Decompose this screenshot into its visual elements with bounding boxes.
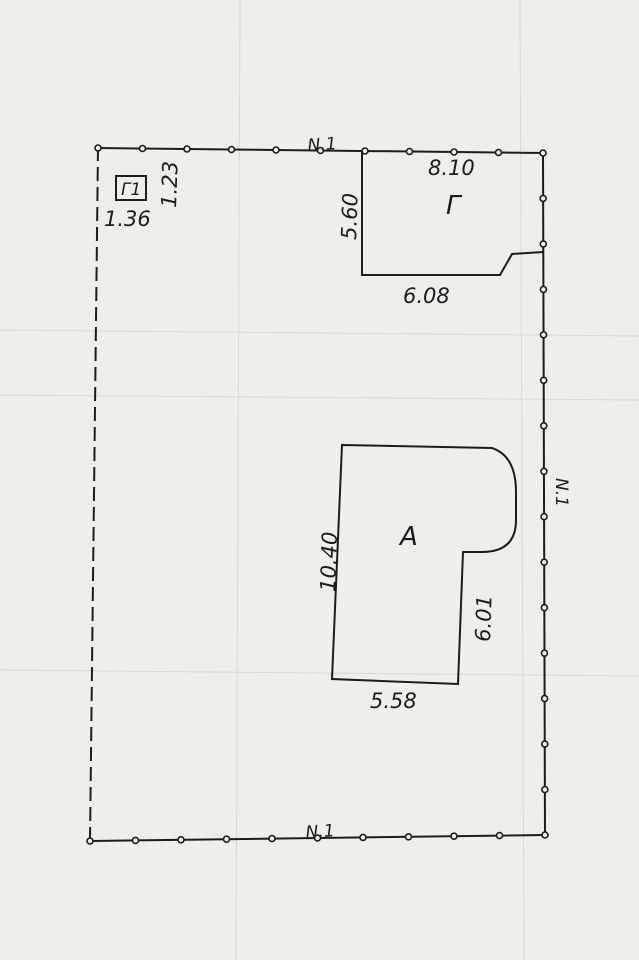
fence-post [540,558,549,567]
fence-post [177,835,185,844]
fence-post [405,147,414,156]
fence-post [359,833,367,842]
outbuilding-depth: 1.23 [157,161,183,209]
fence-post [539,149,547,157]
fence-post [138,144,147,153]
fence-post [94,144,102,152]
fence-label-bottom: N.1 [305,821,335,843]
fence-post [540,603,549,612]
fence-post [540,467,548,476]
house-depth-left: 10.40 [316,531,342,592]
house-width-bottom: 5.58 [370,689,417,713]
fence-post [539,285,548,294]
outbuilding-letter: Г1 [121,180,141,200]
fence-post [540,512,548,521]
fence-label-right: N.1 [551,478,571,507]
fence-post [313,834,322,842]
fence-post [540,694,549,703]
fence-post [539,240,548,248]
fence-post [541,785,549,794]
fence-post [541,831,549,839]
fence-post [540,740,549,748]
fence-post [540,649,549,657]
fence-post [495,831,504,840]
fence-post [450,832,458,841]
garage-width-bottom: 6.08 [403,284,450,308]
fence-post [131,836,140,845]
fence-post [539,194,547,203]
fence-post [539,376,548,385]
fence-posts [86,144,549,845]
fence-post [316,146,325,155]
fence-post [272,146,280,154]
outbuilding-width: 1.36 [104,207,151,231]
fence-label-top: N.1 [307,134,337,156]
house-letter: А [398,522,418,552]
garage-depth-left: 5.60 [337,193,363,241]
boundary-left-dashed [89,147,99,842]
fence-post [227,145,236,154]
garage-width-top: 8.10 [428,156,475,180]
fence-post [539,421,548,430]
fence-right [542,152,546,836]
outbuilding-outline [115,175,147,201]
fence-post [86,837,94,845]
fence-post [222,835,231,844]
fence-post [404,832,413,841]
garage-outline [361,151,544,276]
fence-post [539,331,548,339]
garage-letter: Г [446,191,463,221]
fence-post [268,834,276,843]
fence-post [183,145,191,153]
fence-post [450,148,458,156]
fence-post [494,148,503,157]
house-depth-right: 6.01 [471,595,497,643]
house-outline [330,443,517,686]
